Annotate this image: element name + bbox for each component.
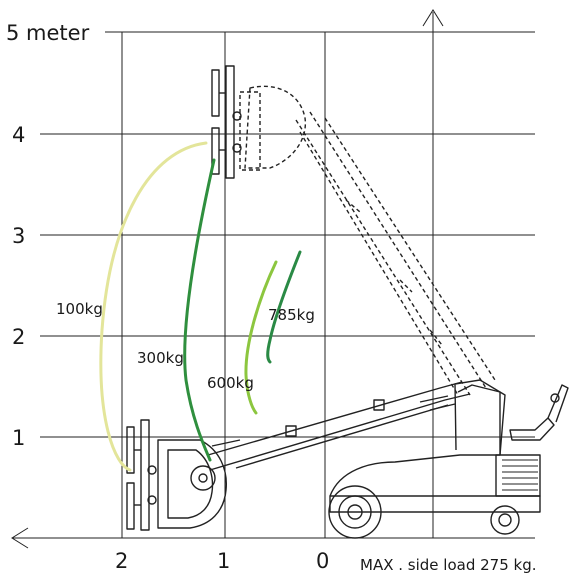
left-arrow-icon <box>11 527 29 549</box>
load-curve-300kg <box>183 158 216 462</box>
chassis <box>329 379 569 513</box>
axis-labels: 5 meter 4 3 2 1 2 1 0 <box>6 21 329 573</box>
lower-suction-frame <box>126 419 227 531</box>
curve-labels: 100kg 300kg 600kg 785kg <box>56 300 315 392</box>
y-tick-2: 2 <box>12 325 25 349</box>
glass-lift-machine <box>126 65 569 539</box>
curve-label-600kg: 600kg <box>207 374 254 392</box>
upper-suction-frame <box>211 65 242 179</box>
x-tick-1: 1 <box>217 549 230 573</box>
load-curve-785kg <box>266 250 302 364</box>
grid <box>12 12 535 539</box>
curve-label-785kg: 785kg <box>268 306 315 324</box>
y-tick-4: 4 <box>12 123 25 147</box>
battery-grille <box>502 459 538 491</box>
x-tick-0: 0 <box>316 549 329 573</box>
load-curve-100kg <box>99 141 208 472</box>
up-arrow-icon <box>422 9 444 27</box>
x-tick-2: 2 <box>115 549 128 573</box>
load-curve-600kg <box>244 260 278 415</box>
curve-label-100kg: 100kg <box>56 300 103 318</box>
y-axis-unit-label: 5 meter <box>6 21 90 45</box>
raised-boom <box>239 85 496 396</box>
load-curves <box>99 141 302 472</box>
max-side-load-note: MAX . side load 275 kg. <box>360 556 536 574</box>
wheels <box>328 485 520 539</box>
axis-arrows <box>11 9 444 549</box>
y-tick-1: 1 <box>12 426 25 450</box>
curve-label-300kg: 300kg <box>137 349 184 367</box>
y-tick-3: 3 <box>12 224 25 248</box>
